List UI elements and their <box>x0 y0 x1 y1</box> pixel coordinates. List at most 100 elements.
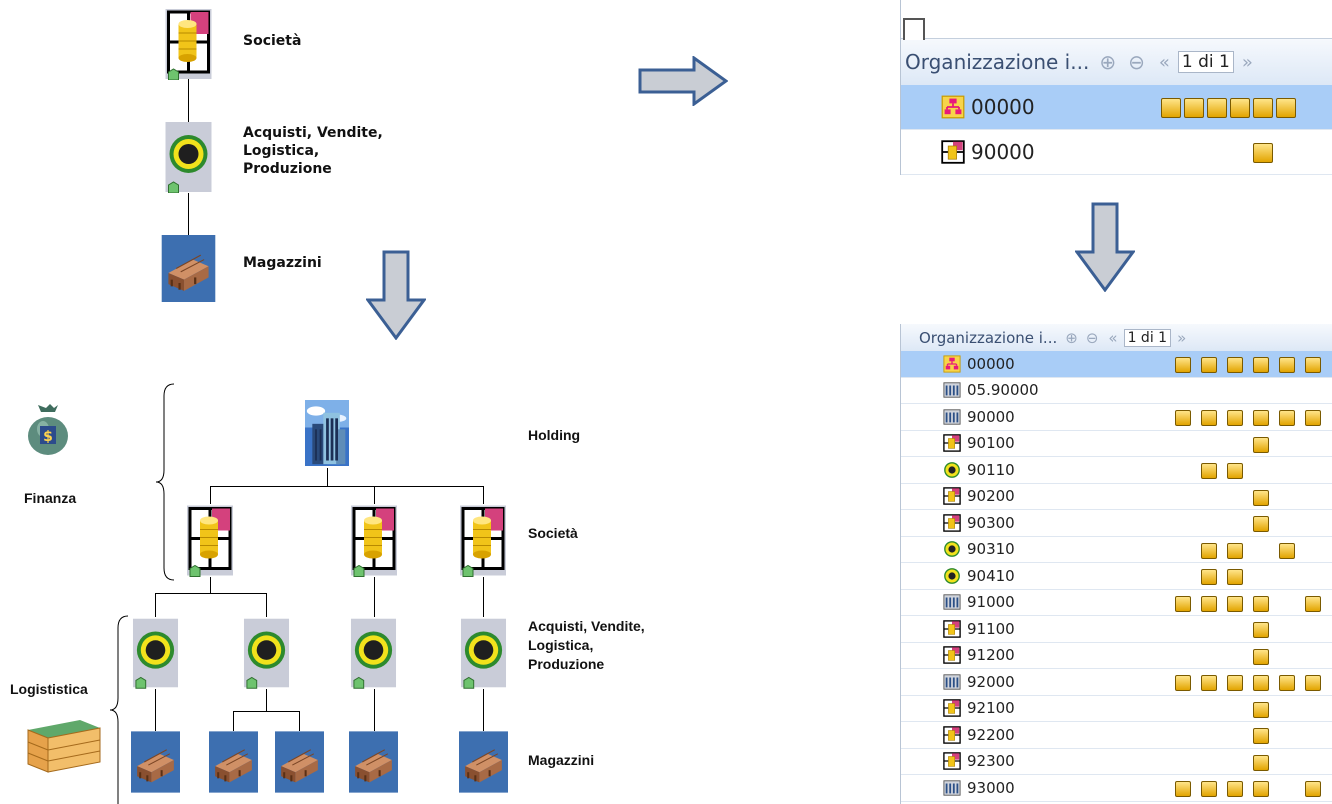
basket-tool-icon[interactable] <box>1253 516 1269 532</box>
tree-row[interactable]: 00000 <box>901 351 1332 378</box>
grid-tool-icon[interactable] <box>1201 675 1217 691</box>
tree-row[interactable]: 91000 <box>901 590 1332 616</box>
company-icon <box>186 504 234 577</box>
edit-tool-icon[interactable] <box>1227 463 1243 479</box>
edit-tool-icon[interactable] <box>1227 595 1243 612</box>
tree-row[interactable]: 90410 <box>901 563 1332 590</box>
org-unit-code: 91000 <box>967 593 1015 612</box>
grid-tool-icon[interactable] <box>1201 463 1217 479</box>
grid-tool-icon[interactable] <box>1201 357 1217 373</box>
panel-title: Organizzazione i... <box>905 50 1090 74</box>
grid-tool-icon[interactable] <box>1201 410 1217 426</box>
tree-row[interactable]: 90300 <box>901 510 1332 537</box>
ring-icon <box>943 461 961 479</box>
coins-tool-icon[interactable] <box>1276 98 1296 118</box>
connector-line <box>210 577 211 593</box>
hierarchy-tool-icon[interactable] <box>1175 781 1191 797</box>
edit-tool-icon[interactable] <box>1227 781 1243 797</box>
collapse-tree-icon[interactable]: ⊖ <box>1085 328 1099 347</box>
edit-tool-icon[interactable] <box>1227 542 1243 559</box>
company-icon <box>350 504 398 577</box>
tree-row[interactable]: 91200 <box>901 643 1332 669</box>
next-page-icon[interactable]: » <box>1241 51 1253 73</box>
basket-tool-icon[interactable] <box>1230 98 1250 118</box>
tree-row[interactable]: 92300 <box>901 749 1332 775</box>
basket-tool-icon[interactable] <box>1253 728 1269 744</box>
basket-tool-icon[interactable] <box>1253 701 1269 718</box>
grid-tool-icon[interactable] <box>1201 542 1217 559</box>
tree-row[interactable]: 00000 <box>901 85 1332 130</box>
expand-tree-icon[interactable]: ⊕ <box>1099 50 1117 74</box>
tree-row[interactable]: 90100 <box>901 431 1332 457</box>
building-icon <box>943 593 961 611</box>
transfer-tool-icon[interactable] <box>1279 357 1295 373</box>
basket-tool-icon[interactable] <box>1253 595 1269 612</box>
warehouse-pallet-icon <box>159 235 218 302</box>
tree-row[interactable]: 93000 <box>901 775 1332 802</box>
coins-tool-icon[interactable] <box>1305 410 1321 426</box>
collapse-tree-icon[interactable]: ⊖ <box>1128 50 1145 74</box>
side-label-finanza: Finanza <box>24 490 77 506</box>
coins-tool-icon[interactable] <box>1305 781 1321 797</box>
expand-tree-icon[interactable]: ⊕ <box>1065 328 1078 347</box>
tree-row[interactable]: 90110 <box>901 457 1332 484</box>
tree-row[interactable]: 92100 <box>901 696 1332 722</box>
hierarchy-tool-icon[interactable] <box>1175 357 1191 373</box>
org-unit-code: 90310 <box>967 540 1015 559</box>
org-tree-panel-small: Organizzazione i... ⊕ ⊖ « 1 di 1 » 00000… <box>900 0 1332 175</box>
grid-tool-icon[interactable] <box>1201 595 1217 612</box>
hierarchy-tool-icon[interactable] <box>1175 410 1191 426</box>
edit-tool-icon[interactable] <box>1227 410 1243 426</box>
edit-tool-icon[interactable] <box>1227 569 1243 585</box>
basket-tool-icon[interactable] <box>1253 436 1269 453</box>
transfer-tool-icon[interactable] <box>1279 675 1295 691</box>
edit-tool-icon[interactable] <box>1227 357 1243 373</box>
grid-tool-icon[interactable] <box>1201 781 1217 797</box>
company-icon <box>941 140 965 164</box>
tree-row[interactable]: 91100 <box>901 616 1332 643</box>
edit-tool-icon[interactable] <box>1207 98 1227 118</box>
grid-tool-icon[interactable] <box>1201 569 1217 585</box>
tree-row[interactable]: 90000 <box>901 130 1332 175</box>
operations-ring-icon <box>243 617 290 689</box>
company-icon <box>943 726 961 744</box>
next-page-icon[interactable]: » <box>1177 328 1187 347</box>
basket-tool-icon[interactable] <box>1253 754 1269 771</box>
tree-row[interactable]: 90200 <box>901 484 1332 510</box>
hierarchy-tool-icon[interactable] <box>1175 595 1191 612</box>
company-icon <box>161 8 216 80</box>
transfer-tool-icon[interactable] <box>1279 410 1295 426</box>
coins-tool-icon[interactable] <box>1305 595 1321 612</box>
tree-row[interactable]: 92000 <box>901 669 1332 696</box>
grid-tool-icon[interactable] <box>1184 98 1204 118</box>
tree-row[interactable]: 90000 <box>901 404 1332 431</box>
hierarchy-tool-icon[interactable] <box>1161 98 1181 118</box>
org-unit-code: 90000 <box>967 407 1015 426</box>
coins-tool-icon[interactable] <box>1305 675 1321 691</box>
basket-tool-icon[interactable] <box>1253 622 1269 638</box>
tree-row[interactable]: 92200 <box>901 722 1332 749</box>
basket-tool-icon[interactable] <box>1253 357 1269 373</box>
previous-page-icon[interactable]: « <box>1108 328 1118 347</box>
transfer-tool-icon[interactable] <box>1253 98 1273 118</box>
basket-tool-icon[interactable] <box>1253 781 1269 797</box>
tab-stub[interactable] <box>903 18 925 40</box>
hierarchy-tool-icon[interactable] <box>1175 675 1191 691</box>
basket-tool-icon[interactable] <box>1253 648 1269 665</box>
tree-row[interactable]: 05.90000 <box>901 378 1332 404</box>
edit-tool-icon[interactable] <box>1227 675 1243 691</box>
level-label-magazzini: Magazzini <box>243 255 322 271</box>
previous-page-icon[interactable]: « <box>1158 51 1170 73</box>
basket-tool-icon[interactable] <box>1253 675 1269 691</box>
transfer-tool-icon[interactable] <box>1279 542 1295 559</box>
coins-tool-icon[interactable] <box>1305 357 1321 373</box>
basket-tool-icon[interactable] <box>1253 489 1269 506</box>
tree-row[interactable]: 90310 <box>901 537 1332 563</box>
panel-header: Organizzazione i... ⊕ ⊖ « 1 di 1 » <box>901 39 1332 85</box>
basket-tool-icon[interactable] <box>1253 410 1269 426</box>
ring-icon <box>943 540 961 558</box>
connector-line <box>266 593 267 617</box>
level-label-societa: Società <box>243 33 302 49</box>
transfer-tool-icon[interactable] <box>1253 143 1273 163</box>
